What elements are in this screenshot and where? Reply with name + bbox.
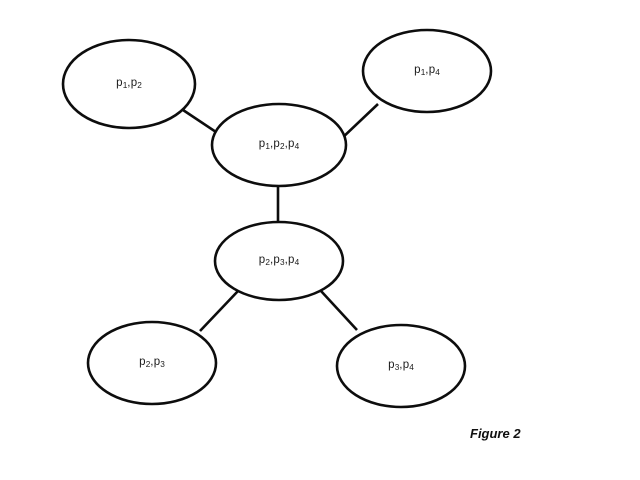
figure-caption: Figure 2	[470, 426, 521, 441]
node-p1p2p4[interactable]	[210, 102, 348, 188]
edge-p1p2p4-p1p4	[339, 103, 379, 141]
node-p2p3[interactable]	[86, 320, 218, 406]
edge-p2p3p4-p2p3	[199, 290, 239, 332]
node-p1p2[interactable]	[61, 38, 197, 130]
node-layer	[61, 28, 493, 409]
node-p2p3p4[interactable]	[213, 220, 345, 302]
node-p1p4[interactable]	[361, 28, 493, 114]
edge-p2p3p4-p3p4	[320, 290, 358, 331]
node-p3p4[interactable]	[335, 323, 467, 409]
